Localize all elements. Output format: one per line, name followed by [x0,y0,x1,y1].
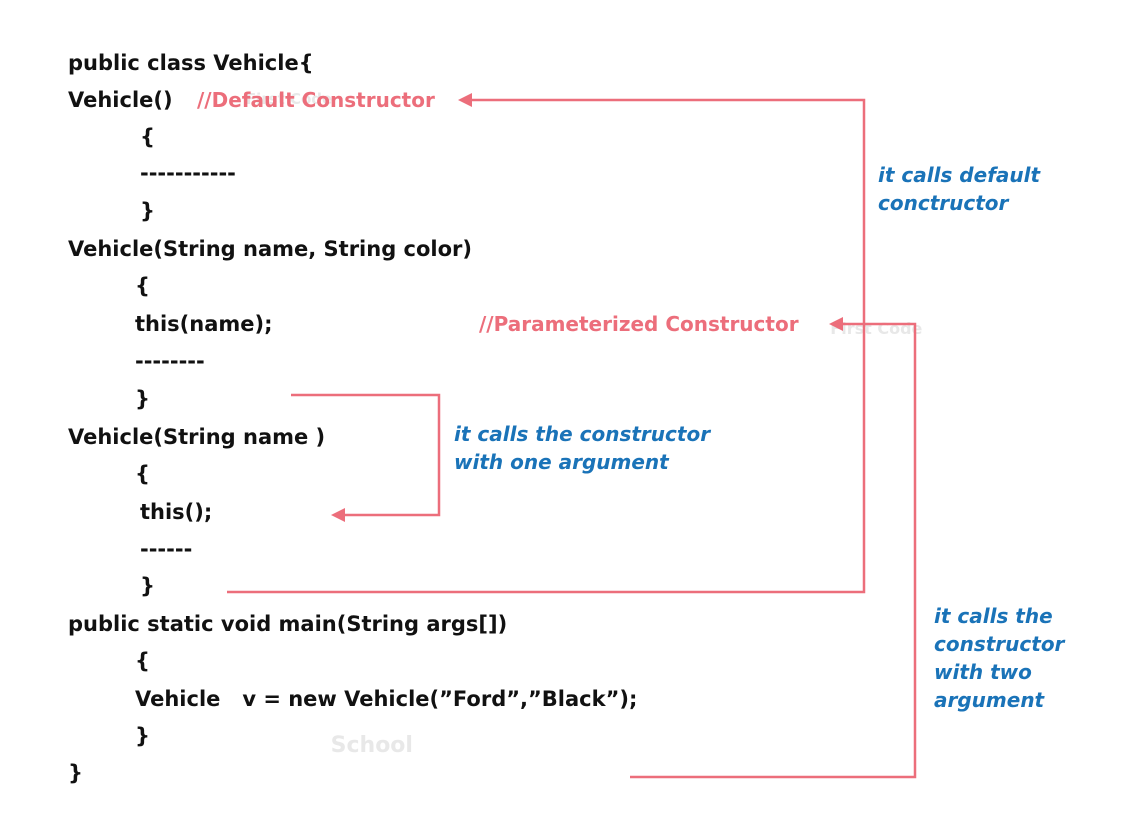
code-line-close-brace: } [140,199,155,223]
code-line-object-creation: Vehicle v = new Vehicle(”Ford”,”Black”); [135,687,638,711]
note-calls-default: it calls default conctructor [878,161,1040,217]
code-line-open-brace: { [135,274,150,298]
arrowhead-this-call [331,508,345,522]
code-line-main-method: public static void main(String args[]) [68,612,508,636]
note-calls-two-argument: it calls the constructor with two argume… [934,602,1064,714]
arrow-main-to-two-arg [630,322,917,779]
code-line-open-brace: { [135,462,150,486]
note-line: with two [934,660,1032,684]
code-line-placeholder: -------- [135,349,205,373]
watermark-top: First Code [225,72,332,126]
code-line-two-arg-constructor: Vehicle(String name, String color) [68,237,472,261]
code-line-placeholder: ----------- [140,161,236,185]
code-line-one-arg-constructor: Vehicle(String name ) [68,425,326,449]
arrow-one-arg-to-default [227,98,866,594]
code-line-open-brace: { [140,125,155,149]
arrowhead-parameterized-constructor [829,317,843,331]
code-line-this-name-call: this(name); [135,312,273,336]
arrowhead-default-constructor [458,93,472,107]
arrow-two-arg-to-one-arg [291,393,441,517]
code-line-class-declaration: public class Vehicle{ [68,51,314,75]
note-line: it calls the [934,604,1053,628]
watermark-text: First Code [245,90,333,108]
note-line: it calls the constructor [454,422,711,446]
default-constructor-comment: //Default Constructor [197,88,435,112]
code-line-this-call: this(); [140,500,213,524]
note-line: with one argument [454,450,669,474]
note-line: it calls default [878,163,1041,187]
code-line-open-brace: { [135,649,150,673]
note-line: argument [934,688,1045,712]
watermark-bottom: School [300,708,413,783]
code-line-close-brace: } [140,574,155,598]
note-line: constructor [934,632,1065,656]
code-line-close-brace: } [135,387,150,411]
code-line-close-brace: } [135,724,150,748]
note-line: conctructor [878,191,1009,215]
note-calls-one-argument: it calls the constructor with one argume… [454,420,710,476]
code-line-default-constructor: Vehicle() [68,88,173,112]
code-line-placeholder: ------ [140,537,193,561]
watermark-text: School [330,733,413,758]
code-line-class-close-brace: } [68,761,83,785]
parameterized-constructor-comment: //Parameterized Constructor [479,312,799,336]
